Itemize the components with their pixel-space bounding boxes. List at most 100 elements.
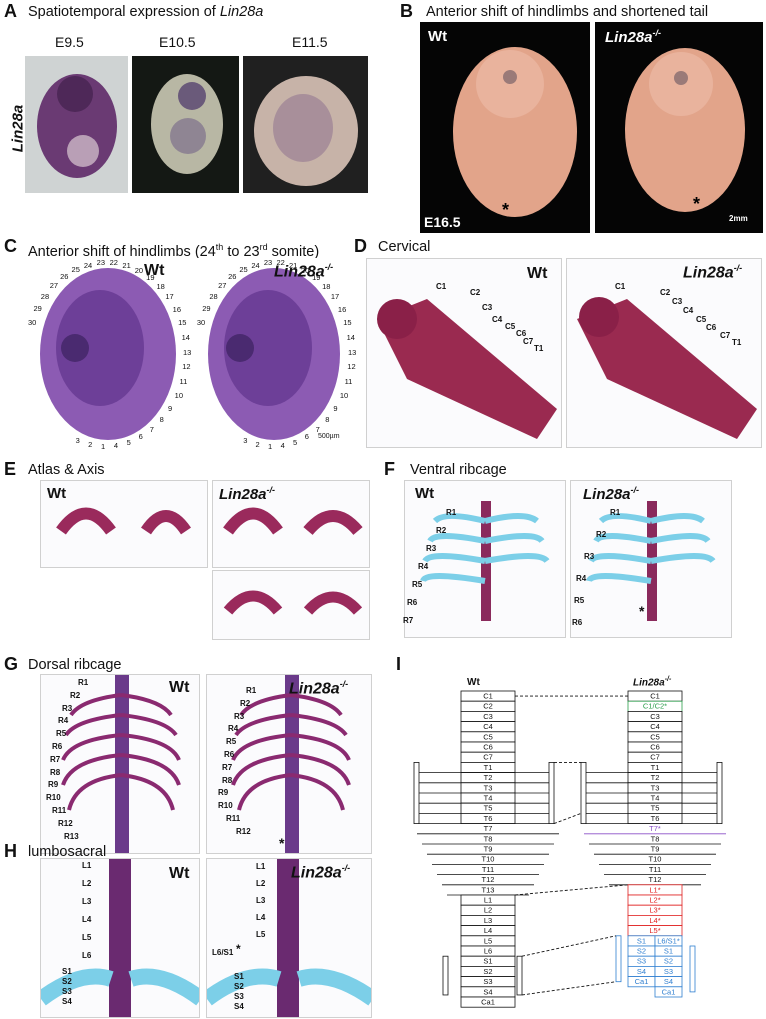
- ko-vertebra-box: [627, 711, 683, 723]
- rib-label: R3: [62, 703, 73, 713]
- ko-vertebra-box: [627, 915, 683, 927]
- ko-sacral: S4: [637, 967, 646, 976]
- cervical-vertebra-label: T1: [534, 344, 544, 353]
- rib-label: R11: [52, 806, 67, 815]
- ko-vertebra: C1/C2*: [643, 702, 667, 711]
- wt-vertebra: L3: [484, 916, 492, 925]
- wt-vertebra-box: [460, 945, 516, 957]
- wt-vertebra: T11: [482, 865, 494, 874]
- wt-ventral-ribcage-image: Wt: [404, 480, 566, 638]
- somite-number: 14: [181, 332, 190, 342]
- ko-label-h: Lin28a-/-: [291, 863, 351, 882]
- rib-label: R5: [56, 729, 67, 739]
- ko-vertebra: T6: [651, 814, 660, 823]
- somite-number: 3: [75, 436, 80, 446]
- homology-line-pelvis-bottom: [521, 981, 617, 996]
- wt-vertebra: T4: [484, 794, 493, 803]
- cervical-vertebra-label: C3: [672, 297, 683, 306]
- sacral-label: S2: [62, 977, 72, 986]
- rib-label: R13: [64, 831, 79, 841]
- cervical-vertebra-label: C7: [720, 331, 731, 340]
- scale-bar-label: 2mm: [729, 214, 748, 223]
- somite-number: 9: [168, 403, 173, 413]
- rib-label: R5: [412, 580, 423, 589]
- wt-vertebra-box: [460, 894, 516, 906]
- somite-number: 20: [300, 265, 310, 275]
- wt-pelvis-right: [516, 955, 523, 996]
- somite-number: 4: [113, 441, 119, 451]
- lumbosacral-star: *: [236, 942, 241, 956]
- ko-sacral-box: [627, 955, 656, 967]
- panel-i-label: I: [396, 654, 402, 674]
- rib-label: R6: [407, 598, 418, 607]
- wt-vertebra: C7: [483, 753, 493, 762]
- somite-number: 18: [156, 281, 165, 291]
- wt-vertebra: L2: [484, 906, 492, 915]
- wt-vertebra: T9: [484, 845, 493, 854]
- stage-e10-5: E10.5: [159, 34, 196, 50]
- rib-label: R1: [78, 678, 89, 687]
- lumbar-label: L4: [256, 913, 266, 922]
- ko-vertebra-box: [627, 741, 683, 753]
- panel-f-label: F: [384, 459, 395, 479]
- ko-label-g: Lin28a-/-: [289, 679, 349, 698]
- sacral-label: S4: [62, 997, 72, 1006]
- rib-label: R1: [246, 686, 257, 695]
- somite-number: 1: [100, 441, 106, 451]
- somite-number: 15: [178, 318, 187, 328]
- wt-vertebra-box: [460, 792, 516, 804]
- ko-dorsal-ribcage-image: Lin28a-/- *: [206, 674, 372, 854]
- somite-number: 4: [280, 441, 285, 451]
- somite-number: 17: [330, 292, 340, 302]
- somite-number: 28: [209, 292, 218, 302]
- rib-label: R3: [234, 711, 245, 721]
- scale-bar-label-c: 500µm: [318, 433, 340, 440]
- rib-label: R12: [236, 826, 251, 836]
- ko-label-d: Lin28a-/-: [683, 263, 743, 282]
- wt-vertebra-box: [460, 904, 516, 916]
- somite-number: 13: [182, 347, 192, 357]
- ko-vertebra: T4: [651, 794, 660, 803]
- wt-vertebra: S3: [483, 977, 492, 986]
- somite-number: 1: [268, 441, 273, 451]
- ko-sacral-box: [654, 945, 683, 957]
- wt-vertebra-box: [460, 986, 516, 998]
- rib-label: R2: [596, 530, 607, 539]
- ko-sacral: Ca1: [662, 987, 676, 996]
- ko-label-c: Lin28a-/-: [274, 262, 334, 281]
- wt-vertebra: T3: [484, 783, 493, 792]
- ko-sacral-box: [654, 935, 683, 947]
- wt-vertebra: S2: [483, 967, 492, 976]
- ko-dorsal-star: *: [279, 835, 285, 851]
- ko-vertebra-box: [627, 751, 683, 763]
- somite-number: 18: [322, 281, 331, 291]
- ko-ribcage-star: *: [639, 603, 645, 619]
- ko-embryo-e16-5-image: Lin28a-/- * 2mm: [595, 22, 763, 233]
- panel-a-side-label: Lin28a: [9, 104, 27, 153]
- rib-label: R12: [58, 818, 73, 828]
- somite-number: 8: [159, 415, 164, 424]
- somite-number: 26: [60, 272, 69, 282]
- rib-label: R10: [46, 793, 61, 803]
- ko-label-e: Lin28a-/-: [219, 485, 276, 503]
- ko-label-f: Lin28a-/-: [583, 485, 640, 503]
- wt-vertebra: T13: [482, 885, 495, 894]
- wt-vertebra: C2: [483, 702, 493, 711]
- sacral-label: S1: [234, 972, 244, 981]
- somite-number: 21: [288, 260, 298, 270]
- ko-lumbosacral-image: Lin28a-/-: [206, 858, 372, 1018]
- somite-number: 30: [196, 318, 206, 327]
- wt-vertebra: L1: [484, 896, 492, 905]
- ko-vertebra: T8: [651, 834, 660, 843]
- ko-vertebra-box: [627, 813, 683, 825]
- wt-vertebra: C1: [483, 692, 493, 701]
- panel-a-title-text: Spatiotemporal expression of: [28, 4, 220, 20]
- wt-label-c: Wt: [144, 262, 165, 279]
- somite-number: 12: [347, 362, 356, 372]
- hindlimb-star: *: [502, 200, 510, 220]
- somite-number: 7: [149, 424, 154, 434]
- ko-sacral-box: [627, 976, 656, 988]
- cervical-vertebra-label: C6: [706, 323, 717, 332]
- embryo-image-e11-5: [243, 56, 368, 193]
- ko-sacral-box: [627, 966, 656, 978]
